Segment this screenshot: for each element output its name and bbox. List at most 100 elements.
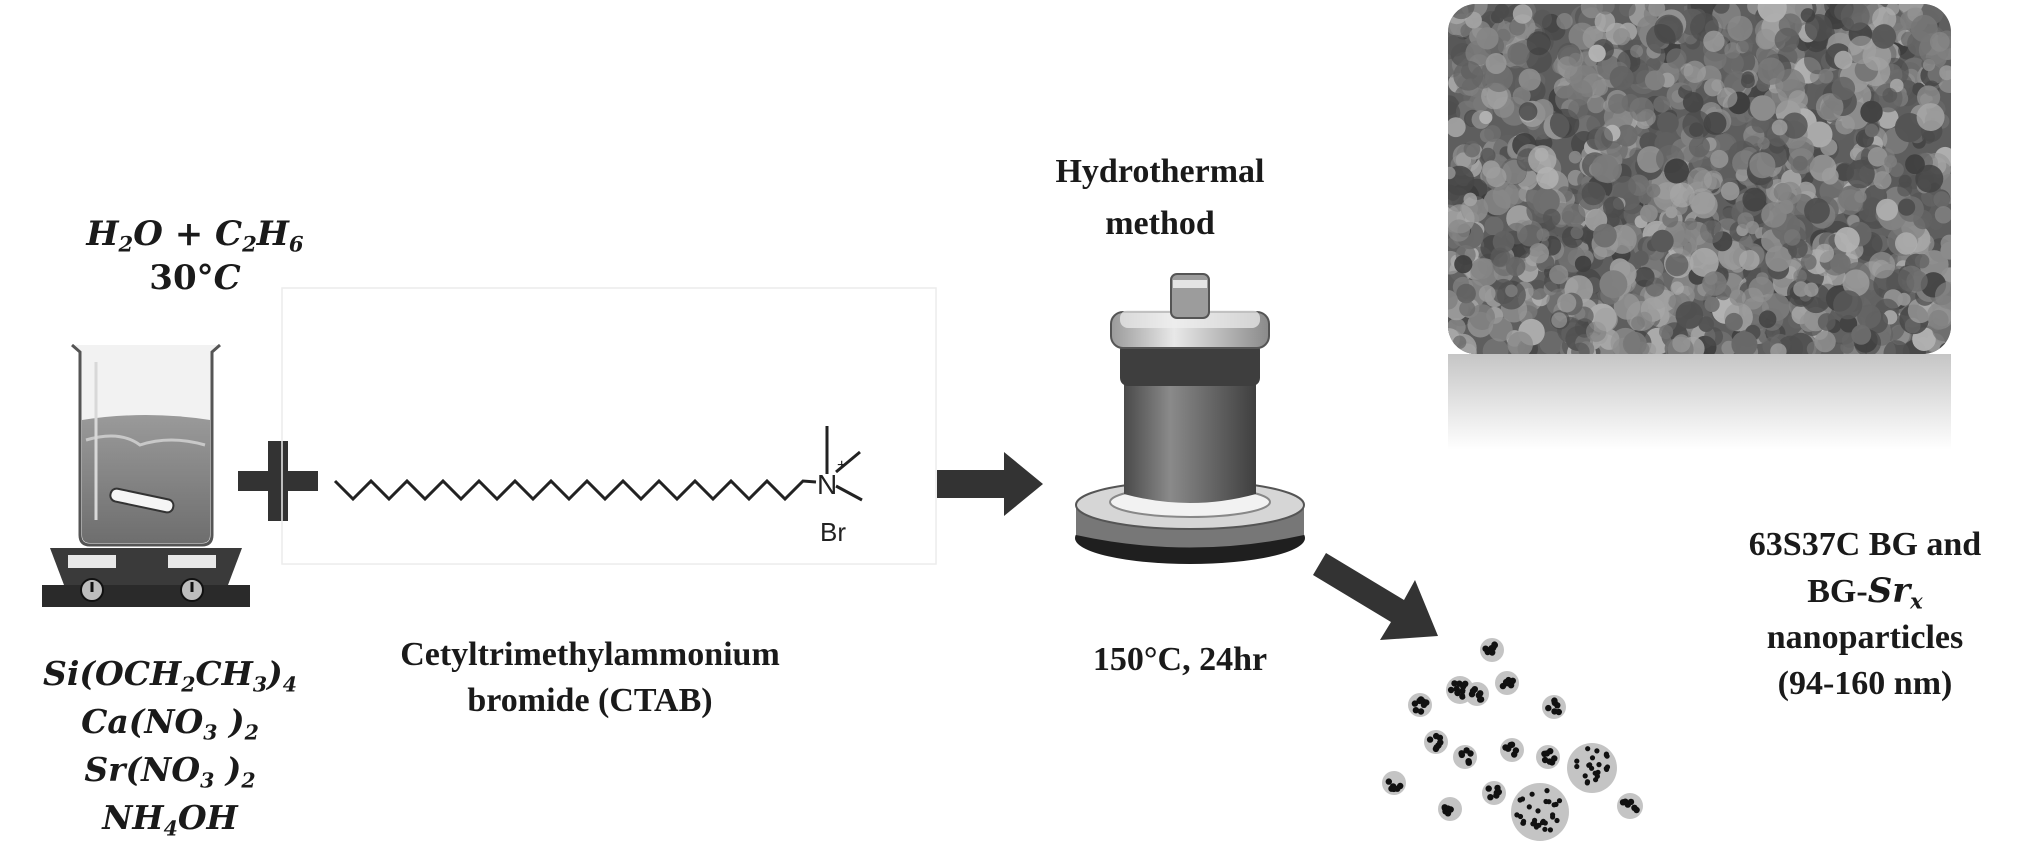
sem-grain [1742, 187, 1767, 212]
nanoparticle-core [1509, 677, 1517, 684]
nanoparticle-core [1385, 778, 1393, 785]
nanoparticle-core [1390, 785, 1398, 793]
sem-grain [1568, 98, 1589, 120]
sem-grain [1860, 100, 1883, 124]
sem-grain [1505, 284, 1518, 298]
nanoparticle-core [1555, 708, 1563, 716]
sem-grain [1459, 300, 1476, 317]
sem-grain [1831, 76, 1856, 101]
sem-grain [1884, 155, 1897, 168]
sem-grain [1453, 60, 1484, 91]
sem-grain [1586, 95, 1606, 114]
nanoparticle-core [1512, 747, 1520, 754]
sem-grain [1539, 331, 1564, 354]
sem-grain [1933, 191, 1950, 208]
nanoparticle-core [1437, 739, 1444, 746]
nanoparticle-core [1520, 820, 1526, 826]
sem-grain [1518, 102, 1538, 121]
autoclave-icon [1075, 273, 1305, 564]
sem-grain [1516, 244, 1531, 259]
sem-grain [1456, 283, 1476, 304]
sem-grain [1629, 97, 1654, 122]
sem-grain [1756, 272, 1769, 285]
sem-grain [1599, 270, 1628, 299]
sem-grain [1613, 28, 1631, 46]
sem-grain [1571, 342, 1590, 354]
reaction-temperature: 30°C [149, 258, 241, 298]
sem-grain [1448, 34, 1467, 57]
sem-grain [1788, 90, 1808, 110]
nanoparticle-core [1587, 762, 1593, 768]
sem-grain [1683, 60, 1706, 83]
sem-grain [1740, 74, 1755, 89]
ctab-name-line2: bromide (CTAB) [467, 682, 713, 719]
nanoparticle-core [1582, 773, 1588, 779]
nanoparticle-core [1487, 794, 1494, 801]
sem-grain [1448, 117, 1466, 138]
ctab-name-line1: Cetyltrimethylammonium [400, 636, 780, 673]
nanoparticle-core [1541, 756, 1549, 764]
sem-grain [1868, 251, 1896, 279]
sem-grain [1518, 68, 1541, 91]
sem-grain [1640, 204, 1658, 223]
nanoparticle-core [1545, 704, 1552, 712]
sem-grain [1940, 241, 1951, 260]
sem-grain [1895, 232, 1918, 255]
sem-grain [1630, 44, 1644, 58]
sem-grain [1758, 310, 1777, 329]
precursor-ammonia: NH4OH [102, 798, 238, 841]
sem-grain [1594, 307, 1618, 332]
nanoparticle-core [1433, 732, 1440, 740]
sem-grain [1905, 154, 1925, 175]
beaker-on-stirrer-icon [42, 343, 250, 607]
sem-grain [1484, 216, 1504, 236]
ctab-structure: N + Br [281, 287, 937, 565]
sem-grain [1516, 220, 1544, 247]
sem-grain [1488, 317, 1513, 342]
nanoparticle-core [1451, 680, 1458, 687]
sem-grain [1873, 171, 1892, 190]
sem-grain [1615, 124, 1638, 147]
sem-grain [1648, 4, 1666, 17]
solvent-temperature-label: H2O + C2H6 30°C [60, 212, 330, 300]
sem-grain [1842, 269, 1870, 297]
nanoparticle-core [1631, 804, 1638, 811]
sem-grain [1528, 279, 1549, 300]
sem-grain [1592, 79, 1609, 96]
sem-grain [1687, 167, 1712, 192]
nanoparticle-core [1556, 798, 1563, 804]
sem-reflection [1448, 354, 1951, 450]
sem-grain [1542, 208, 1561, 227]
sem-grain [1800, 8, 1816, 23]
sem-grain [1644, 70, 1665, 91]
sem-grain [1659, 324, 1674, 340]
sem-grain [1793, 269, 1807, 284]
nanoparticle-core [1433, 744, 1440, 751]
nanoparticle-core [1471, 686, 1479, 693]
sem-grain [1492, 181, 1520, 209]
nanoparticle-core [1603, 751, 1609, 757]
ctab-counterion: Br [820, 517, 846, 547]
nanoparticle-core [1542, 826, 1548, 832]
sem-grain [1820, 138, 1838, 156]
sem-grain [1815, 243, 1834, 263]
sem-grain [1712, 4, 1730, 14]
sem-grain [1479, 110, 1493, 125]
sem-grain [1664, 158, 1690, 184]
sem-grain [1729, 289, 1746, 306]
sem-grain [1651, 229, 1674, 253]
sem-grain [1864, 123, 1879, 138]
sem-grain [1482, 338, 1509, 354]
sem-grain [1917, 85, 1941, 109]
sem-grain [1914, 253, 1930, 269]
sem-grain [1846, 159, 1875, 189]
nanoparticle-core [1604, 764, 1611, 770]
sem-grain [1602, 196, 1625, 218]
sem-grain [1684, 217, 1698, 231]
sem-grain [1682, 110, 1712, 140]
sem-grain [1536, 166, 1559, 190]
sem-grain [1594, 11, 1616, 32]
sem-grain [1745, 221, 1760, 235]
sem-grain [1741, 287, 1764, 310]
